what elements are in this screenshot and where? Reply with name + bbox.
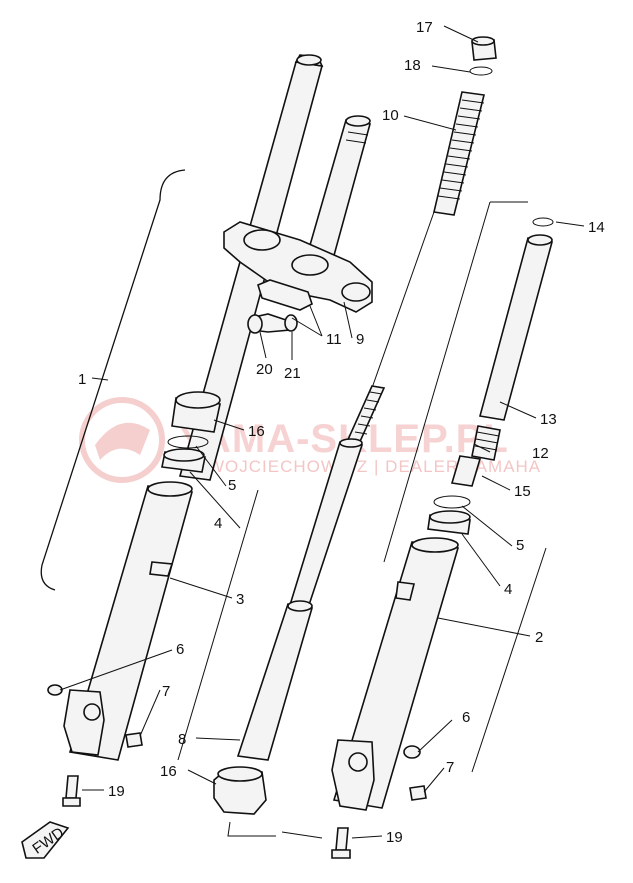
callout-18: 18 [404, 57, 421, 74]
left-assembly-frame [177, 489, 259, 761]
callout-15: 15 [514, 483, 531, 500]
left-upper-cover [171, 391, 221, 433]
callout-4: 4 [504, 581, 512, 598]
right-clip-ring [433, 495, 471, 509]
fork-spring [344, 91, 485, 447]
callout-12: 12 [532, 445, 549, 462]
under-bracket [223, 221, 373, 313]
right-assembly-frame-top [383, 201, 528, 563]
left-inner-tube [178, 54, 324, 481]
callout-14: 14 [588, 219, 605, 236]
callout-10: 10 [382, 107, 399, 124]
left-oil-seal [163, 448, 205, 462]
callout-8: 8 [178, 731, 186, 748]
left-bottom-bolt [62, 775, 81, 807]
callout-7: 7 [446, 759, 454, 776]
cylinder-comp [450, 455, 482, 487]
callout-13: 13 [540, 411, 557, 428]
piston-ring [532, 217, 554, 227]
callout-2: 2 [535, 629, 543, 646]
right-copper-washer [403, 745, 421, 759]
leader-lines [59, 25, 585, 839]
callout-5: 5 [516, 537, 524, 554]
callout-5: 5 [228, 477, 236, 494]
callout-20: 20 [256, 361, 273, 378]
callout-4: 4 [214, 515, 222, 532]
forward-direction-tag: FWD [21, 821, 70, 859]
watermark-logo-icon [79, 397, 165, 483]
cap-bolt [471, 36, 497, 61]
callout-16: 16 [160, 763, 177, 780]
callout-11: 11 [326, 331, 342, 348]
callout-6: 6 [176, 641, 184, 658]
cap-o-ring [469, 66, 493, 76]
callout-17: 17 [416, 19, 433, 36]
callout-labels: 1 2 3 4 4 5 5 6 6 7 7 8 9 10 11 12 13 14… [78, 19, 605, 846]
bottom-frame-link [281, 831, 323, 839]
damper-rod [236, 438, 364, 761]
left-outer-tube [63, 481, 194, 761]
callout-19: 19 [386, 829, 403, 846]
right-inner-tube [478, 217, 554, 421]
callout-7: 7 [162, 683, 170, 700]
right-oil-seal [427, 510, 471, 535]
clamp-piece [257, 279, 313, 311]
callout-9: 9 [356, 331, 364, 348]
callout-1: 1 [78, 371, 86, 388]
right-bottom-bolt [331, 827, 351, 859]
callout-19: 19 [108, 783, 125, 800]
rebound-spring [471, 425, 501, 461]
left-drain-bolt [125, 732, 143, 748]
left-clip-ring [167, 435, 209, 449]
right-drain-bolt [409, 785, 427, 801]
clamp-washer [284, 314, 298, 332]
callout-21: 21 [284, 365, 301, 382]
assembly-bracket-left [40, 169, 186, 591]
watermark: YAMA-SKLEP.PL WOJCIECHOWICZ | DEALER YAM… [79, 397, 540, 483]
callout-6: 6 [462, 709, 470, 726]
bottom-frame [227, 821, 276, 837]
right-outer-tube [331, 537, 460, 811]
callout-3: 3 [236, 591, 244, 608]
right-assembly-frame [471, 547, 547, 773]
left-copper-washer [47, 684, 63, 696]
oil-lock-piece [213, 766, 267, 815]
callout-16: 16 [248, 423, 265, 440]
clamp-bolt [247, 313, 293, 334]
